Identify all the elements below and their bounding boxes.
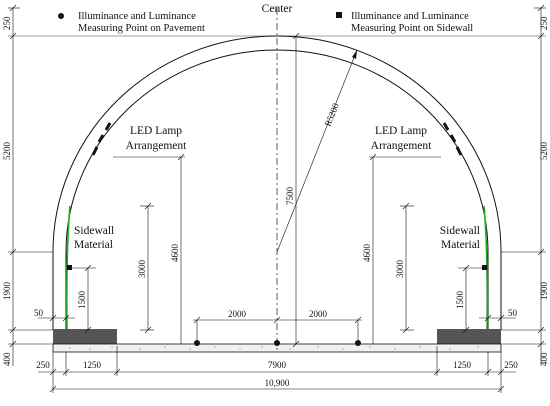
pavement-point-left: [194, 340, 200, 346]
led-left-label-1: LED Lamp: [130, 125, 182, 137]
dim-point-height-left: 1500: [77, 291, 87, 310]
sidewall-right-label-1: Sidewall: [440, 225, 480, 237]
legend-sidewall-line2: Measuring Point on Sidewall: [351, 23, 473, 34]
radius-label: R5200: [323, 101, 341, 127]
dim-lamp-height-left: 4600: [170, 244, 180, 263]
legend-circle-icon: [58, 13, 64, 19]
dim-left-top: 250: [2, 16, 12, 30]
base-right: [437, 329, 501, 346]
dim-right-arch: 5200: [539, 142, 549, 161]
legend-pavement-line2: Measuring Point on Pavement: [78, 23, 205, 34]
pavement-point-right: [355, 340, 361, 346]
dim-point-height-right: 1500: [455, 291, 465, 310]
dim-bottom-250-left: 250: [36, 360, 50, 370]
center-label: Center: [262, 3, 293, 15]
dim-right-base: 400: [539, 352, 549, 366]
sidewall-point-right: [482, 265, 487, 270]
dim-spacing-left: 2000: [228, 309, 247, 319]
pavement-point-center: [274, 340, 280, 346]
dim-sidewall-height-left: 3000: [137, 260, 147, 279]
dim-bottom-1250-right: 1250: [453, 360, 472, 370]
dim-wall-offset-left: 50: [34, 308, 44, 318]
sidewall-left-label-1: Sidewall: [74, 225, 114, 237]
dimension-lines: [8, 4, 546, 393]
sidewall-material-left: [66, 205, 71, 331]
base-left: [53, 329, 117, 346]
dim-lamp-height-right: 4600: [362, 244, 372, 263]
dim-left-base: 400: [2, 352, 12, 366]
sidewall-material-right: [483, 205, 488, 331]
led-right-label-2: Arrangement: [371, 140, 432, 152]
dim-wall-offset-right: 50: [508, 308, 518, 318]
dim-right-top: 250: [539, 16, 549, 30]
sidewall-right-label-2: Material: [441, 239, 480, 251]
legend-pavement-line1: Illuminance and Luminance: [78, 11, 196, 22]
radius-line: [276, 49, 358, 253]
legend-square-icon: [336, 12, 342, 18]
legend-sidewall-line1: Illuminance and Luminance: [351, 11, 469, 22]
dim-sidewall-height-right: 3000: [395, 260, 405, 279]
dim-left-wall: 1900: [2, 282, 12, 301]
dim-center-height: 7500: [285, 187, 295, 206]
led-lamps-left: [91, 122, 112, 156]
dim-bottom-1250-left: 1250: [83, 360, 102, 370]
dim-bottom-250-right: 250: [504, 360, 518, 370]
sidewall-left-label-2: Material: [74, 239, 113, 251]
dim-bottom-7900: 7900: [268, 360, 287, 370]
led-lamps-right: [442, 122, 463, 156]
dim-spacing-right: 2000: [309, 309, 328, 319]
dim-total-width: 10,900: [265, 378, 290, 388]
dim-right-wall: 1900: [539, 282, 549, 301]
led-left-label-2: Arrangement: [126, 140, 187, 152]
dim-left-arch: 5200: [2, 142, 12, 161]
sidewall-point-left: [67, 265, 72, 270]
led-right-label-1: LED Lamp: [375, 125, 427, 137]
